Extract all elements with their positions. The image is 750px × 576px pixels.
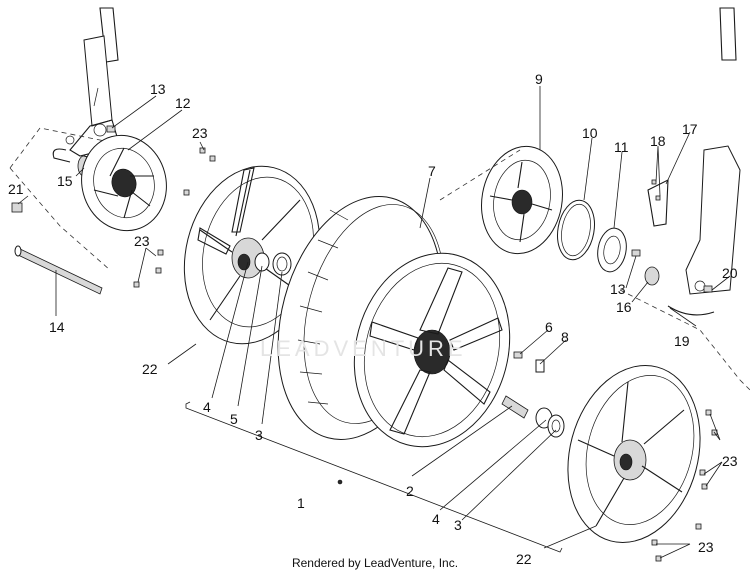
spacer-16: [644, 266, 660, 286]
callout-3-left: 3: [255, 427, 263, 443]
plate-8: [535, 359, 545, 373]
callout-18: 18: [650, 133, 666, 149]
right-brake-disc: [481, 145, 563, 255]
callout-2: 2: [406, 483, 414, 499]
screws-18: [651, 179, 661, 201]
callout-14: 14: [49, 319, 65, 335]
callout-4-left: 4: [203, 399, 211, 415]
screws-23-right: [651, 409, 718, 562]
callout-23-mid-left: 23: [134, 233, 150, 249]
tone-ring-11: [597, 227, 627, 273]
left-fork-leg: [52, 7, 119, 163]
callout-10: 10: [582, 125, 598, 141]
callout-15: 15: [57, 173, 73, 189]
bolt-13-left: [106, 125, 116, 133]
assembly-dot: [337, 479, 343, 485]
bolt-21: [11, 202, 23, 213]
callout-11: 11: [614, 139, 629, 155]
callout-21: 21: [8, 181, 24, 197]
ring-10: [557, 199, 595, 261]
wheel-rim: [353, 252, 511, 448]
right-dashed-box: [439, 149, 750, 391]
right-fork-leg: [685, 7, 741, 295]
callout-22-right: 22: [516, 551, 532, 567]
axle: [14, 245, 103, 295]
assembly-bracket: [185, 401, 563, 553]
cable-19: [667, 305, 715, 316]
screws-23-left: [133, 147, 216, 288]
callout-3-right: 3: [454, 517, 462, 533]
axle-dashed-box: [9, 127, 111, 271]
footer-credit: Rendered by LeadVenture, Inc.: [291, 556, 459, 570]
watermark: LEADVENTURE: [260, 336, 467, 361]
callout-7: 7: [428, 163, 436, 179]
callout-1: 1: [297, 495, 305, 511]
callout-16: 16: [616, 299, 632, 315]
callout-4-right: 4: [432, 511, 440, 527]
bolt-13-right: [631, 249, 641, 257]
bearing-5: [254, 252, 270, 272]
callout-23-right-upper: 23: [722, 453, 738, 469]
bolt-6: [513, 351, 523, 359]
sensor-17: [647, 179, 669, 227]
right-hub-cover: [567, 365, 701, 543]
callout-17: 17: [682, 121, 698, 137]
callout-19: 19: [674, 333, 690, 349]
callout-23-bottom: 23: [698, 539, 714, 555]
seal-3-right: [547, 414, 565, 438]
callout-20: 20: [722, 265, 738, 281]
callout-12: 12: [175, 95, 191, 111]
callout-9: 9: [535, 71, 543, 87]
spacer-2: [501, 395, 529, 419]
callout-8: 8: [561, 329, 569, 345]
leader-lines: [17, 86, 731, 559]
callout-13-left: 13: [150, 81, 166, 97]
callout-23-top-left: 23: [192, 125, 208, 141]
seal-3-left: [272, 252, 292, 276]
callout-13-right: 13: [610, 281, 626, 297]
bolt-20: [703, 285, 713, 293]
callout-6: 6: [545, 319, 553, 335]
callout-22-left: 22: [142, 361, 158, 377]
left-brake-disc: [81, 134, 167, 232]
callout-5: 5: [230, 411, 238, 427]
